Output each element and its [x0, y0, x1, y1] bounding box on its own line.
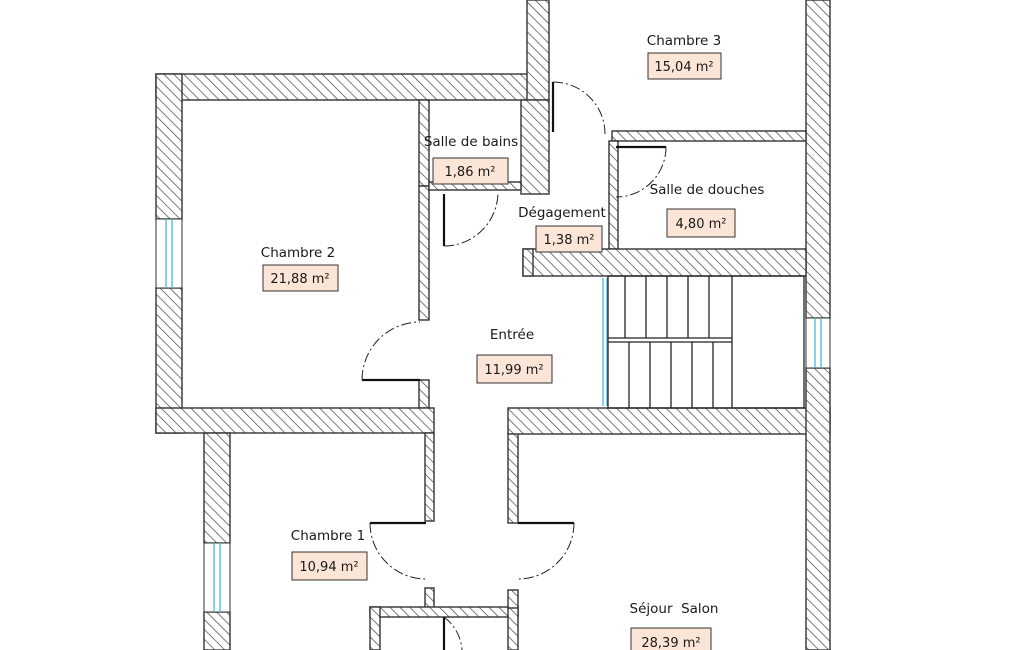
door-sejour [517, 521, 575, 580]
wall-chambre1-corridor-lower [424, 587, 435, 609]
room-area: 11,99 m² [484, 363, 543, 378]
area-box [291, 551, 368, 581]
area-box [630, 627, 712, 650]
room-area: 1,38 m² [544, 233, 595, 248]
door-small-room [442, 616, 463, 650]
room-chambre-3: Chambre 3 15,04 m² [647, 33, 722, 80]
door-chambre3 [551, 81, 606, 135]
wall-small-room-west [369, 606, 381, 650]
wall-small-room-top [369, 606, 519, 618]
wall-douches-west [608, 140, 619, 250]
room-area: 21,88 m² [270, 272, 329, 287]
wall-west-upper [155, 73, 183, 220]
room-area: 4,80 m² [676, 217, 727, 232]
room-area: 10,94 m² [299, 560, 358, 575]
staircase [607, 275, 805, 409]
window-chambre1 [203, 542, 231, 613]
wall-sejour-north [507, 407, 831, 435]
wall-chambre1-corridor-upper [424, 432, 435, 522]
door-chambre2 [361, 321, 421, 382]
room-name: Entrée [490, 327, 534, 343]
room-name: Chambre 2 [261, 245, 335, 261]
wall-degagement-west [522, 248, 534, 277]
room-name: Dégagement [518, 205, 606, 221]
room-name: Chambre 1 [291, 528, 365, 544]
area-box [476, 354, 553, 384]
wall-bath-east [520, 99, 550, 195]
room-area: 15,04 m² [654, 60, 713, 75]
room-labels: Chambre 3 15,04 m² Salle de bains 1,86 m… [261, 33, 765, 650]
wall-corridor-sejour-upper [507, 432, 519, 524]
window-stair [602, 278, 608, 406]
wall-chambre3-west [526, 0, 550, 101]
wall-sejour-east [805, 367, 831, 650]
wall-chambre1-west-lower [203, 611, 231, 650]
area-box [262, 264, 339, 292]
window-east [805, 317, 831, 369]
wall-chambre2-entree [418, 185, 430, 321]
door-salle-de-bains [442, 191, 499, 247]
area-box [535, 225, 603, 253]
room-name: Salle de douches [650, 182, 765, 198]
door-salle-de-douches [615, 145, 667, 198]
wall-top-left [155, 73, 549, 101]
room-area: 1,86 m² [445, 165, 496, 180]
windows [155, 218, 831, 613]
wall-east-upper [805, 0, 831, 319]
room-chambre-1: Chambre 1 10,94 m² [291, 528, 368, 581]
area-box [432, 157, 509, 185]
room-salle-de-douches: Salle de douches 4,80 m² [650, 182, 765, 238]
walls [155, 0, 831, 650]
area-box [647, 52, 722, 80]
room-name: Chambre 3 [647, 33, 721, 49]
room-sejour-salon: Séjour Salon 28,39 m² [630, 601, 719, 650]
room-name: Séjour Salon [630, 601, 719, 617]
wall-chambre1-west-upper [203, 432, 231, 544]
window-chambre2 [155, 218, 183, 289]
wall-chambre3-douches [611, 130, 807, 142]
room-area: 28,39 m² [641, 636, 700, 650]
room-name: Salle de bains [424, 134, 518, 150]
wall-small-room-east [507, 606, 519, 650]
wall-corridor-sejour-lower [507, 589, 519, 609]
door-chambre1 [369, 521, 427, 580]
area-box [666, 208, 736, 238]
wall-chambre2-south [155, 407, 435, 434]
room-chambre-2: Chambre 2 21,88 m² [261, 245, 339, 292]
room-degagement: Dégagement 1,38 m² [518, 205, 606, 253]
doors [361, 81, 667, 650]
room-entree: Entrée 11,99 m² [476, 327, 553, 384]
room-salle-de-bains: Salle de bains 1,86 m² [424, 134, 518, 185]
wall-degagement-south [522, 248, 807, 277]
wall-chambre2-entree-lower [418, 379, 430, 409]
